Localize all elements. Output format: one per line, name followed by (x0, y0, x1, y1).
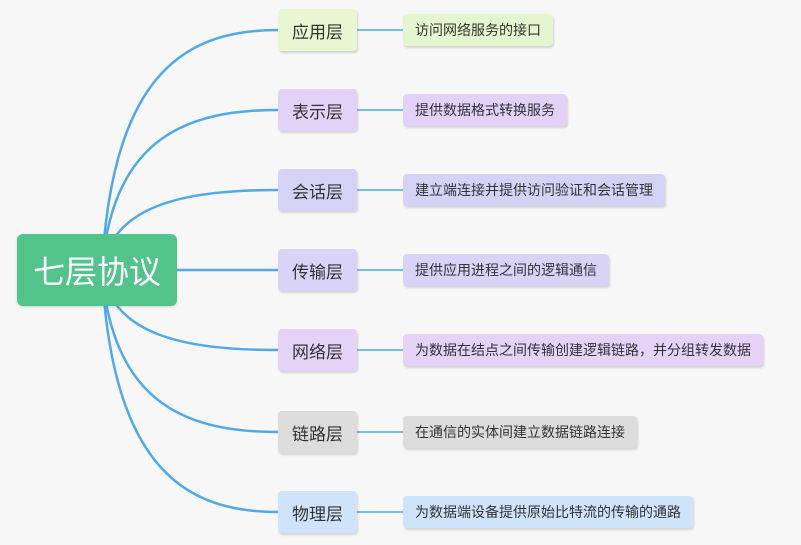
layer-node-network[interactable]: 网络层 (278, 329, 357, 371)
layer-node-application[interactable]: 应用层 (278, 9, 357, 51)
root-to-layer-connector (100, 269, 279, 514)
layer-node-transport[interactable]: 传输层 (278, 249, 357, 291)
layer-desc-application[interactable]: 访问网络服务的接口 (403, 14, 553, 46)
layer-desc-network[interactable]: 为数据在结点之间传输创建逻辑链路，并分组转发数据 (403, 334, 763, 366)
layer-desc-presentation[interactable]: 提供数据格式转换服务 (403, 94, 567, 126)
root-node-seven-layer-protocol[interactable]: 七层协议 (17, 234, 177, 306)
layer-desc-session[interactable]: 建立端连接并提供访问验证和会话管理 (403, 174, 665, 206)
layer-node-data-link[interactable]: 链路层 (278, 411, 357, 453)
layer-node-presentation[interactable]: 表示层 (278, 89, 357, 131)
layer-desc-data-link[interactable]: 在通信的实体间建立数据链路连接 (403, 416, 637, 448)
layer-desc-physical[interactable]: 为数据端设备提供原始比特流的传输的通路 (403, 496, 693, 528)
layer-desc-transport[interactable]: 提供应用进程之间的逻辑通信 (403, 254, 609, 286)
layer-node-session[interactable]: 会话层 (278, 169, 357, 211)
root-to-layer-connector (100, 269, 279, 434)
root-to-layer-connector (100, 108, 279, 271)
layer-node-physical[interactable]: 物理层 (278, 491, 357, 533)
root-to-layer-connector (100, 28, 279, 271)
